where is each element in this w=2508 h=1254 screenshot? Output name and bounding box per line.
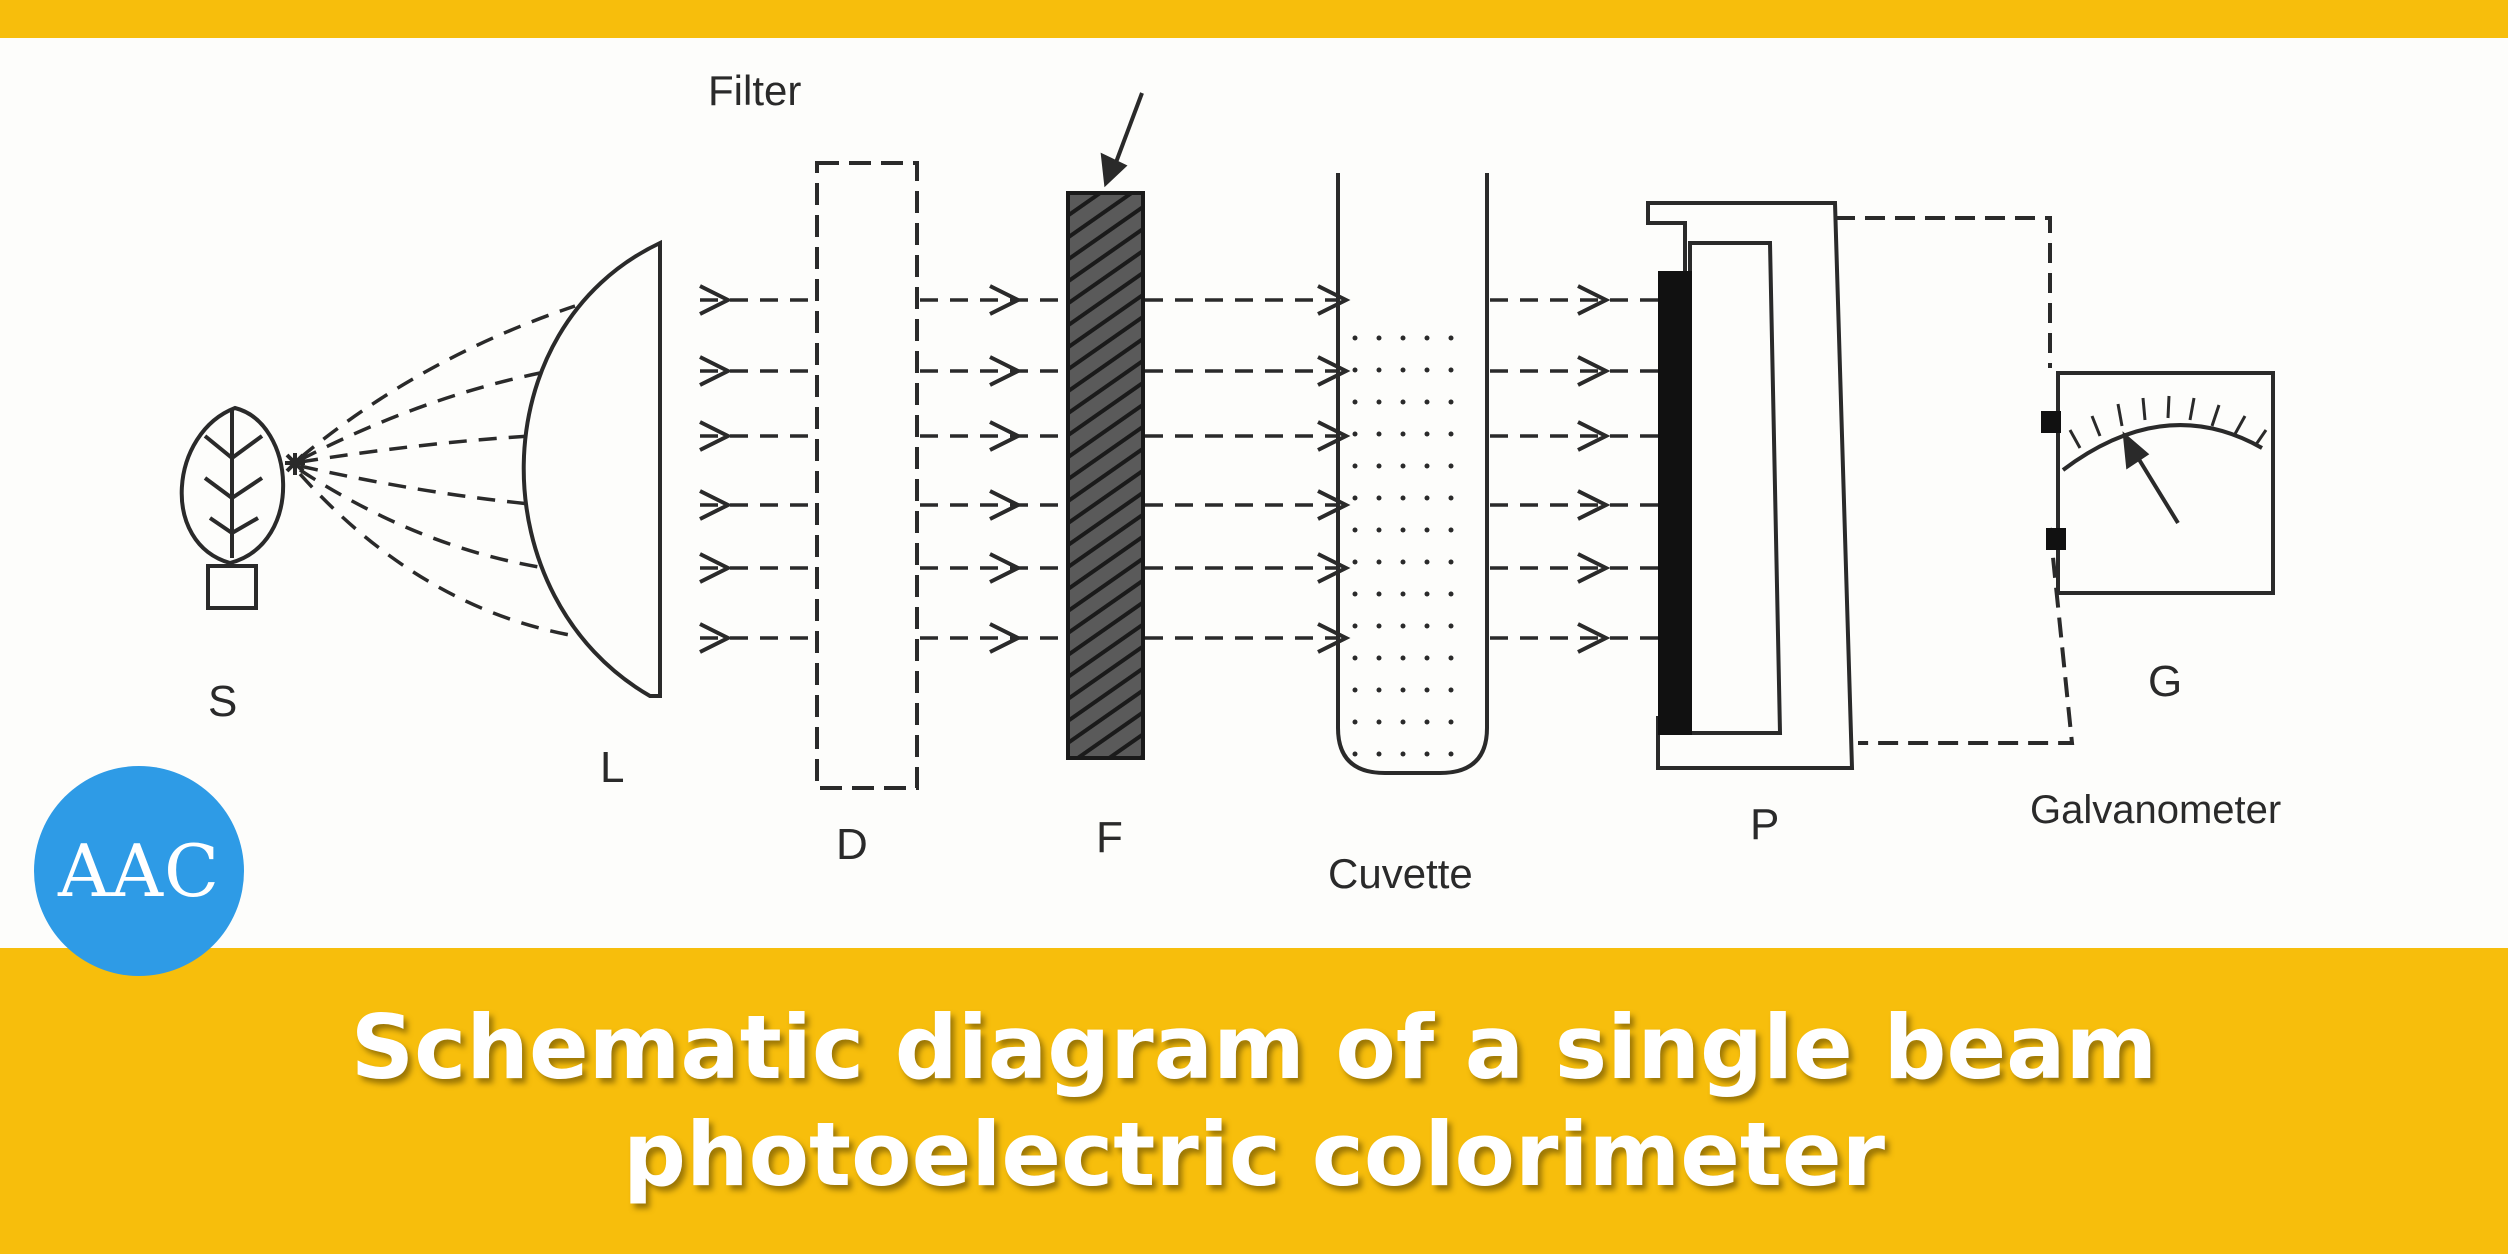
diverging-rays <box>298 304 576 638</box>
diaphragm-label: D <box>836 820 868 869</box>
beam-arrowhead <box>1317 284 1351 316</box>
photocell-label: P <box>1750 800 1780 849</box>
beam-arrowhead <box>699 420 733 452</box>
beam-arrowhead <box>1577 355 1611 387</box>
source-label: S <box>208 677 238 726</box>
caption: Schematic diagram of a single beam photo… <box>0 948 2508 1254</box>
diagram-panel: Filter S L D F Cuvette P G Galvanometer <box>0 38 2508 948</box>
caption-line-1: Schematic diagram of a single beam <box>350 995 2158 1099</box>
beam-arrowhead <box>1577 489 1611 521</box>
filter-letter-label: F <box>1096 813 1123 862</box>
light-source-bulb <box>179 405 286 610</box>
caption-line-2: photoelectric colorimeter <box>622 1103 1886 1206</box>
filter-name-label: Filter <box>708 67 802 114</box>
beam-arrowhead <box>1317 552 1351 584</box>
photocell <box>1646 201 1855 770</box>
beam-arrowhead <box>1577 552 1611 584</box>
beam-arrowhead <box>699 552 733 584</box>
filter-pointer-arrow <box>1100 92 1144 188</box>
beam-arrowhead <box>1317 420 1351 452</box>
beam-arrowhead <box>989 552 1023 584</box>
beam-arrowhead <box>989 489 1023 521</box>
lens-label: L <box>600 743 625 792</box>
beam-arrowhead <box>699 355 733 387</box>
beam-arrowhead <box>989 622 1023 654</box>
cuvette <box>1336 173 1489 775</box>
galvanometer-name-label: Galvanometer <box>2030 788 2282 832</box>
colorimeter-schematic <box>179 92 2275 790</box>
beam-arrowhead <box>699 622 733 654</box>
beam-arrowhead <box>1577 622 1611 654</box>
circuit-wire <box>1835 216 2075 745</box>
beam-arrowhead <box>699 489 733 521</box>
aac-logo: AAC <box>34 766 244 976</box>
filament-point <box>285 453 305 475</box>
cuvette-label: Cuvette <box>1328 850 1473 897</box>
beam-arrowhead <box>1317 489 1351 521</box>
beam-arrowhead <box>1577 420 1611 452</box>
beam-arrowhead <box>1577 284 1611 316</box>
galvanometer <box>2041 371 2275 595</box>
beam-arrowhead <box>1317 622 1351 654</box>
beam-arrowhead <box>1317 355 1351 387</box>
beam-arrowhead <box>989 420 1023 452</box>
parallel-light-beams <box>699 284 1660 654</box>
filter <box>1066 191 1145 760</box>
beam-arrowhead <box>989 284 1023 316</box>
galvanometer-letter-label: G <box>2148 657 2183 706</box>
top-color-band <box>0 0 2508 38</box>
beam-arrowhead <box>699 284 733 316</box>
lens <box>521 239 662 698</box>
logo-text: AAC <box>57 829 221 913</box>
cuvette-solution <box>1352 335 1454 757</box>
diaphragm <box>815 161 919 790</box>
beam-arrowhead <box>989 355 1023 387</box>
